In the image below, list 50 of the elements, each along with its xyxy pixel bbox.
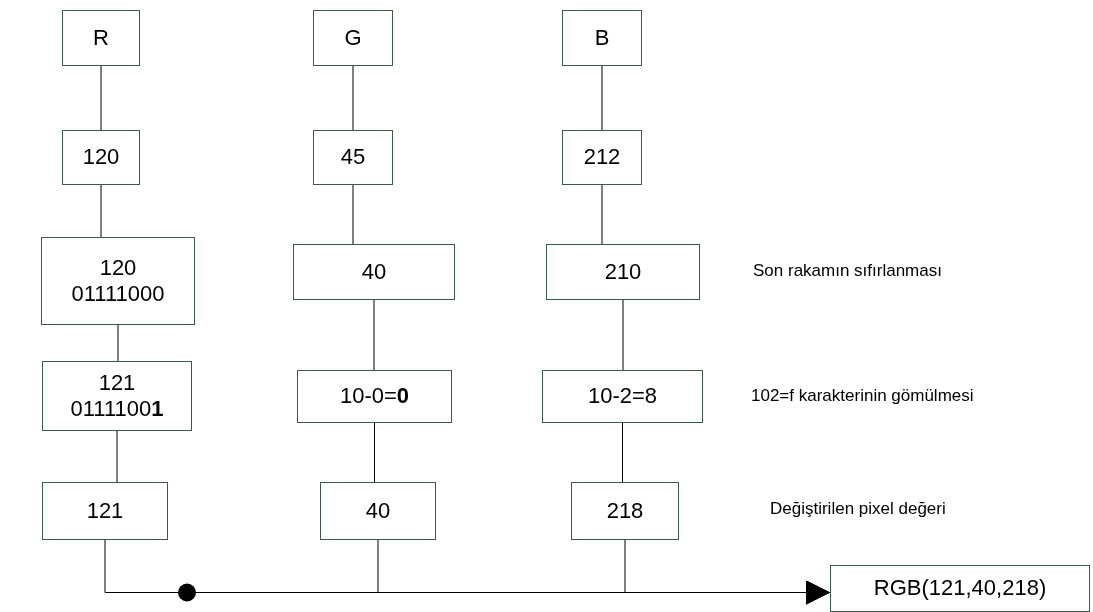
box-text: R	[93, 24, 109, 52]
process-box	[42, 361, 192, 431]
connector-line	[117, 324, 119, 362]
box-text: 45	[340, 144, 366, 171]
process-box	[62, 10, 140, 66]
process-box	[320, 482, 436, 540]
connector-line	[373, 299, 375, 371]
process-box	[571, 482, 679, 540]
connector-line	[374, 422, 375, 483]
connector-line	[622, 422, 623, 483]
box-text: 10-2=8	[587, 383, 658, 410]
connector-line	[622, 299, 624, 371]
box-text: RGB(121,40,218)	[873, 575, 1047, 602]
process-box	[313, 130, 393, 185]
box-text: 10-0=0	[339, 383, 410, 410]
connector-line	[116, 430, 118, 483]
connector-line	[352, 184, 354, 245]
note-text: Değiştirilen pixel değeri	[770, 499, 946, 519]
box-text: 120	[82, 144, 120, 171]
process-box	[313, 10, 393, 66]
box-text: B	[594, 24, 610, 52]
connector-line	[100, 184, 102, 238]
box-text: G	[344, 24, 362, 52]
process-box	[562, 10, 642, 66]
box-text: 212	[583, 144, 621, 171]
process-box	[546, 244, 700, 300]
box-text: 218	[606, 497, 644, 525]
box-text: 01111001	[70, 396, 164, 423]
arrow	[624, 539, 831, 605]
process-box	[42, 482, 168, 540]
box-text: 210	[604, 258, 642, 286]
box-text: 40	[365, 497, 391, 525]
process-box	[830, 565, 1090, 612]
box-text: 121	[98, 369, 136, 396]
process-box	[41, 237, 195, 325]
process-box	[297, 370, 452, 423]
box-text: 120	[99, 254, 137, 281]
connector-line	[601, 184, 603, 245]
note-text: Son rakamın sıfırlanması	[753, 261, 942, 281]
box-text: 01111000	[71, 281, 165, 308]
note-text: 102=f karakterinin gömülmesi	[751, 386, 974, 406]
process-box	[293, 244, 455, 300]
connector-line	[100, 65, 102, 131]
box-text: 121	[86, 497, 124, 525]
process-box	[542, 370, 703, 423]
box-text: 40	[361, 258, 387, 286]
process-box	[562, 130, 642, 185]
connector-line	[352, 65, 354, 131]
connector-line	[601, 65, 603, 131]
process-box	[62, 130, 140, 185]
